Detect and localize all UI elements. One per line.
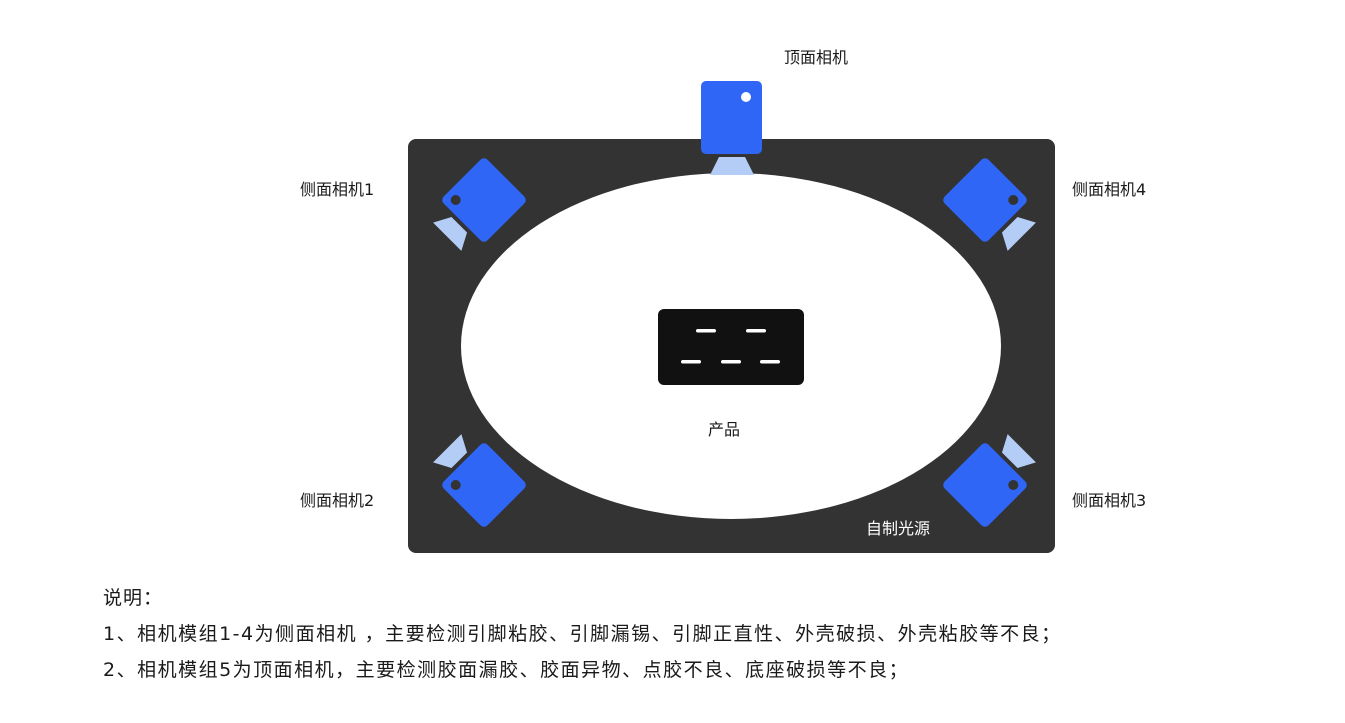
side-camera-4	[943, 158, 1036, 251]
side-camera-4-lens	[1001, 216, 1036, 251]
top-camera	[701, 81, 762, 175]
side-camera-2-dot	[450, 480, 461, 490]
inspection-layout-diagram	[408, 81, 1055, 553]
top-camera-label: 顶面相机	[784, 48, 849, 67]
side-camera-4-body	[943, 158, 1027, 242]
side-camera-2	[433, 434, 526, 527]
side-camera-2-label: 侧面相机2	[300, 491, 375, 510]
side-camera-1-dot	[450, 195, 461, 205]
side-camera-2-lens	[433, 434, 468, 469]
product-pin	[760, 360, 780, 364]
side-camera-4-label: 侧面相机4	[1072, 180, 1147, 199]
side-camera-3-body	[943, 443, 1027, 527]
side-camera-1	[433, 158, 526, 251]
product-body	[658, 309, 804, 385]
side-camera-3-dot	[1008, 480, 1019, 490]
side-camera-1-label: 侧面相机1	[300, 180, 375, 199]
product-label: 产品	[708, 420, 741, 439]
top-camera-lens	[710, 157, 754, 175]
side-camera-2-body	[442, 443, 526, 527]
product	[658, 309, 804, 385]
product-pin	[681, 360, 701, 364]
note-line-1: 1、相机模组1-4为侧面相机 ，主要检测引脚粘胶、引脚漏锡、引脚正直性、外壳破损…	[103, 623, 1062, 645]
side-camera-4-dot	[1008, 195, 1019, 205]
light-source-label: 自制光源	[866, 519, 931, 538]
top-camera-dot	[741, 92, 751, 102]
side-camera-3	[943, 434, 1036, 527]
product-pin	[696, 329, 716, 333]
product-pin	[721, 360, 741, 364]
side-camera-1-lens	[433, 216, 468, 251]
side-camera-3-lens	[1001, 434, 1036, 469]
product-pin	[746, 329, 766, 333]
side-camera-1-body	[442, 158, 526, 242]
side-camera-3-label: 侧面相机3	[1072, 491, 1147, 510]
note-line-2: 2、相机模组5为顶面相机，主要检测胶面漏胶、胶面异物、点胶不良、底座破损等不良；	[103, 659, 910, 681]
top-camera-body	[701, 81, 762, 154]
notes-title: 说明：	[103, 587, 164, 609]
notes-section: 说明： 1、相机模组1-4为侧面相机 ，主要检测引脚粘胶、引脚漏锡、引脚正直性、…	[103, 584, 1303, 692]
